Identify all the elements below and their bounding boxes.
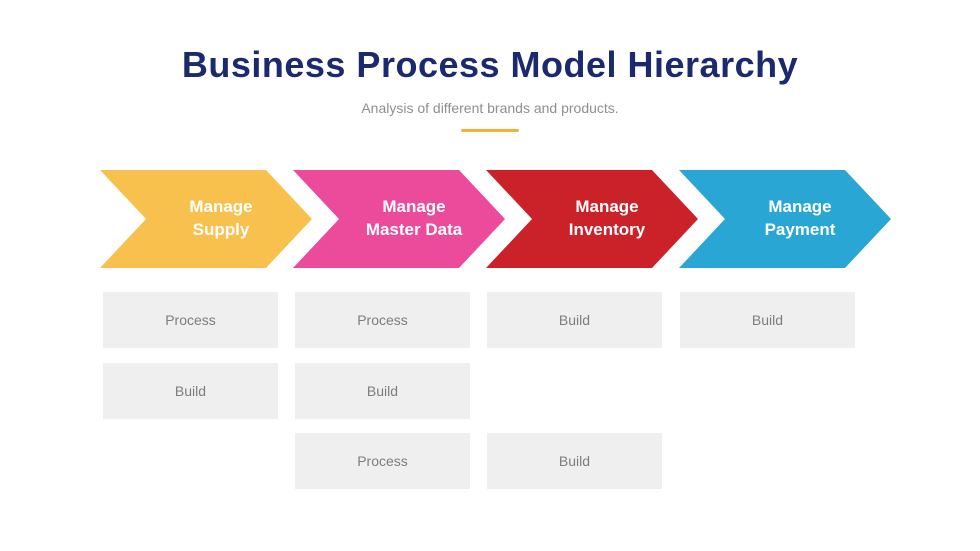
task-box: Build: [680, 292, 855, 348]
stage-label: Manage Supply: [189, 197, 253, 239]
task-box: Build: [103, 363, 278, 419]
task-box: Process: [103, 292, 278, 348]
stage-arrow-manage-master-data: Manage Master Data: [293, 170, 505, 268]
stage-arrow-manage-supply: Manage Supply: [100, 170, 312, 268]
task-box: Build: [487, 292, 662, 348]
stage-arrow-manage-inventory: Manage Inventory: [486, 170, 698, 268]
task-box-label: Build: [751, 312, 784, 328]
stage-arrow-manage-payment: Manage Payment: [679, 170, 891, 268]
task-box: Build: [295, 363, 470, 419]
task-box: Process: [295, 433, 470, 489]
task-box: Build: [487, 433, 662, 489]
task-box-label: Process: [357, 453, 408, 469]
task-box-label: Build: [558, 453, 591, 469]
task-box-label: Process: [357, 312, 408, 328]
page-title: Business Process Model Hierarchy: [181, 44, 799, 85]
accent-underline: [461, 129, 519, 132]
task-box-label: Build: [174, 383, 207, 399]
task-box-label: Build: [366, 383, 399, 399]
slide-header: Business Process Model Hierarchy Analysi…: [0, 0, 980, 132]
stage-label: Manage Master Data: [365, 197, 463, 239]
task-box-label: Process: [165, 312, 216, 328]
stage-label: Manage Payment: [764, 197, 836, 239]
task-box-label: Build: [558, 312, 591, 328]
stage-label: Manage Inventory: [568, 197, 646, 239]
subtitle: Analysis of different brands and product…: [361, 100, 619, 116]
task-box: Process: [295, 292, 470, 348]
